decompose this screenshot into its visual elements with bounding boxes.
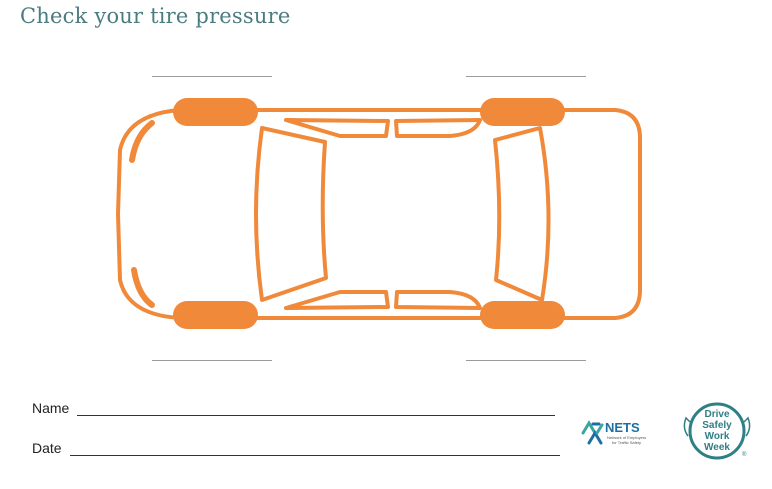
nets-mark-icon xyxy=(581,420,604,445)
drive-safely-work-week-logo: Drive Safely Work Week ® xyxy=(683,402,751,460)
nets-name: NETS xyxy=(605,420,640,435)
front-right-light xyxy=(131,267,155,308)
nets-tagline-1: Network of Employers xyxy=(607,435,646,440)
bottom-rear-window xyxy=(394,290,482,310)
bottom-front-window xyxy=(284,290,390,310)
front-left-tire xyxy=(173,98,258,126)
date-label: Date xyxy=(32,440,62,456)
rear-right-tire xyxy=(480,301,565,329)
nets-logo: NETS Network of Employers for Traffic Sa… xyxy=(581,420,646,445)
left-hand-icon xyxy=(683,416,691,437)
rear-left-tire-line[interactable] xyxy=(152,360,272,361)
date-field[interactable] xyxy=(69,441,560,456)
page-title: Check your tire pressure xyxy=(20,4,291,28)
front-right-tire-line[interactable] xyxy=(466,76,586,77)
rear-left-tire xyxy=(173,301,258,329)
dsww-word-3: Work xyxy=(705,431,730,442)
name-label: Name xyxy=(32,400,70,416)
dsww-word-1: Drive xyxy=(704,409,729,420)
top-front-window xyxy=(284,118,390,138)
name-row: Name xyxy=(32,400,556,416)
right-hand-icon xyxy=(743,416,751,437)
rear-right-tire-line[interactable] xyxy=(466,360,586,361)
car-top-view-diagram xyxy=(116,98,642,329)
rear-windshield xyxy=(493,126,551,302)
top-rear-window xyxy=(394,118,482,138)
front-windshield xyxy=(254,126,328,302)
dsww-registered-mark: ® xyxy=(742,451,747,458)
dsww-word-4: Week xyxy=(704,442,730,453)
nets-tagline-2: for Traffic Safety xyxy=(612,440,641,445)
dsww-word-2: Safely xyxy=(702,420,732,431)
steering-wheel-icon xyxy=(688,402,746,460)
front-right-tire xyxy=(480,98,565,126)
front-left-tire-line[interactable] xyxy=(152,76,272,77)
front-left-light xyxy=(129,120,155,163)
car-body-outline xyxy=(116,108,642,320)
name-field[interactable] xyxy=(77,401,556,416)
date-row: Date xyxy=(32,440,560,456)
